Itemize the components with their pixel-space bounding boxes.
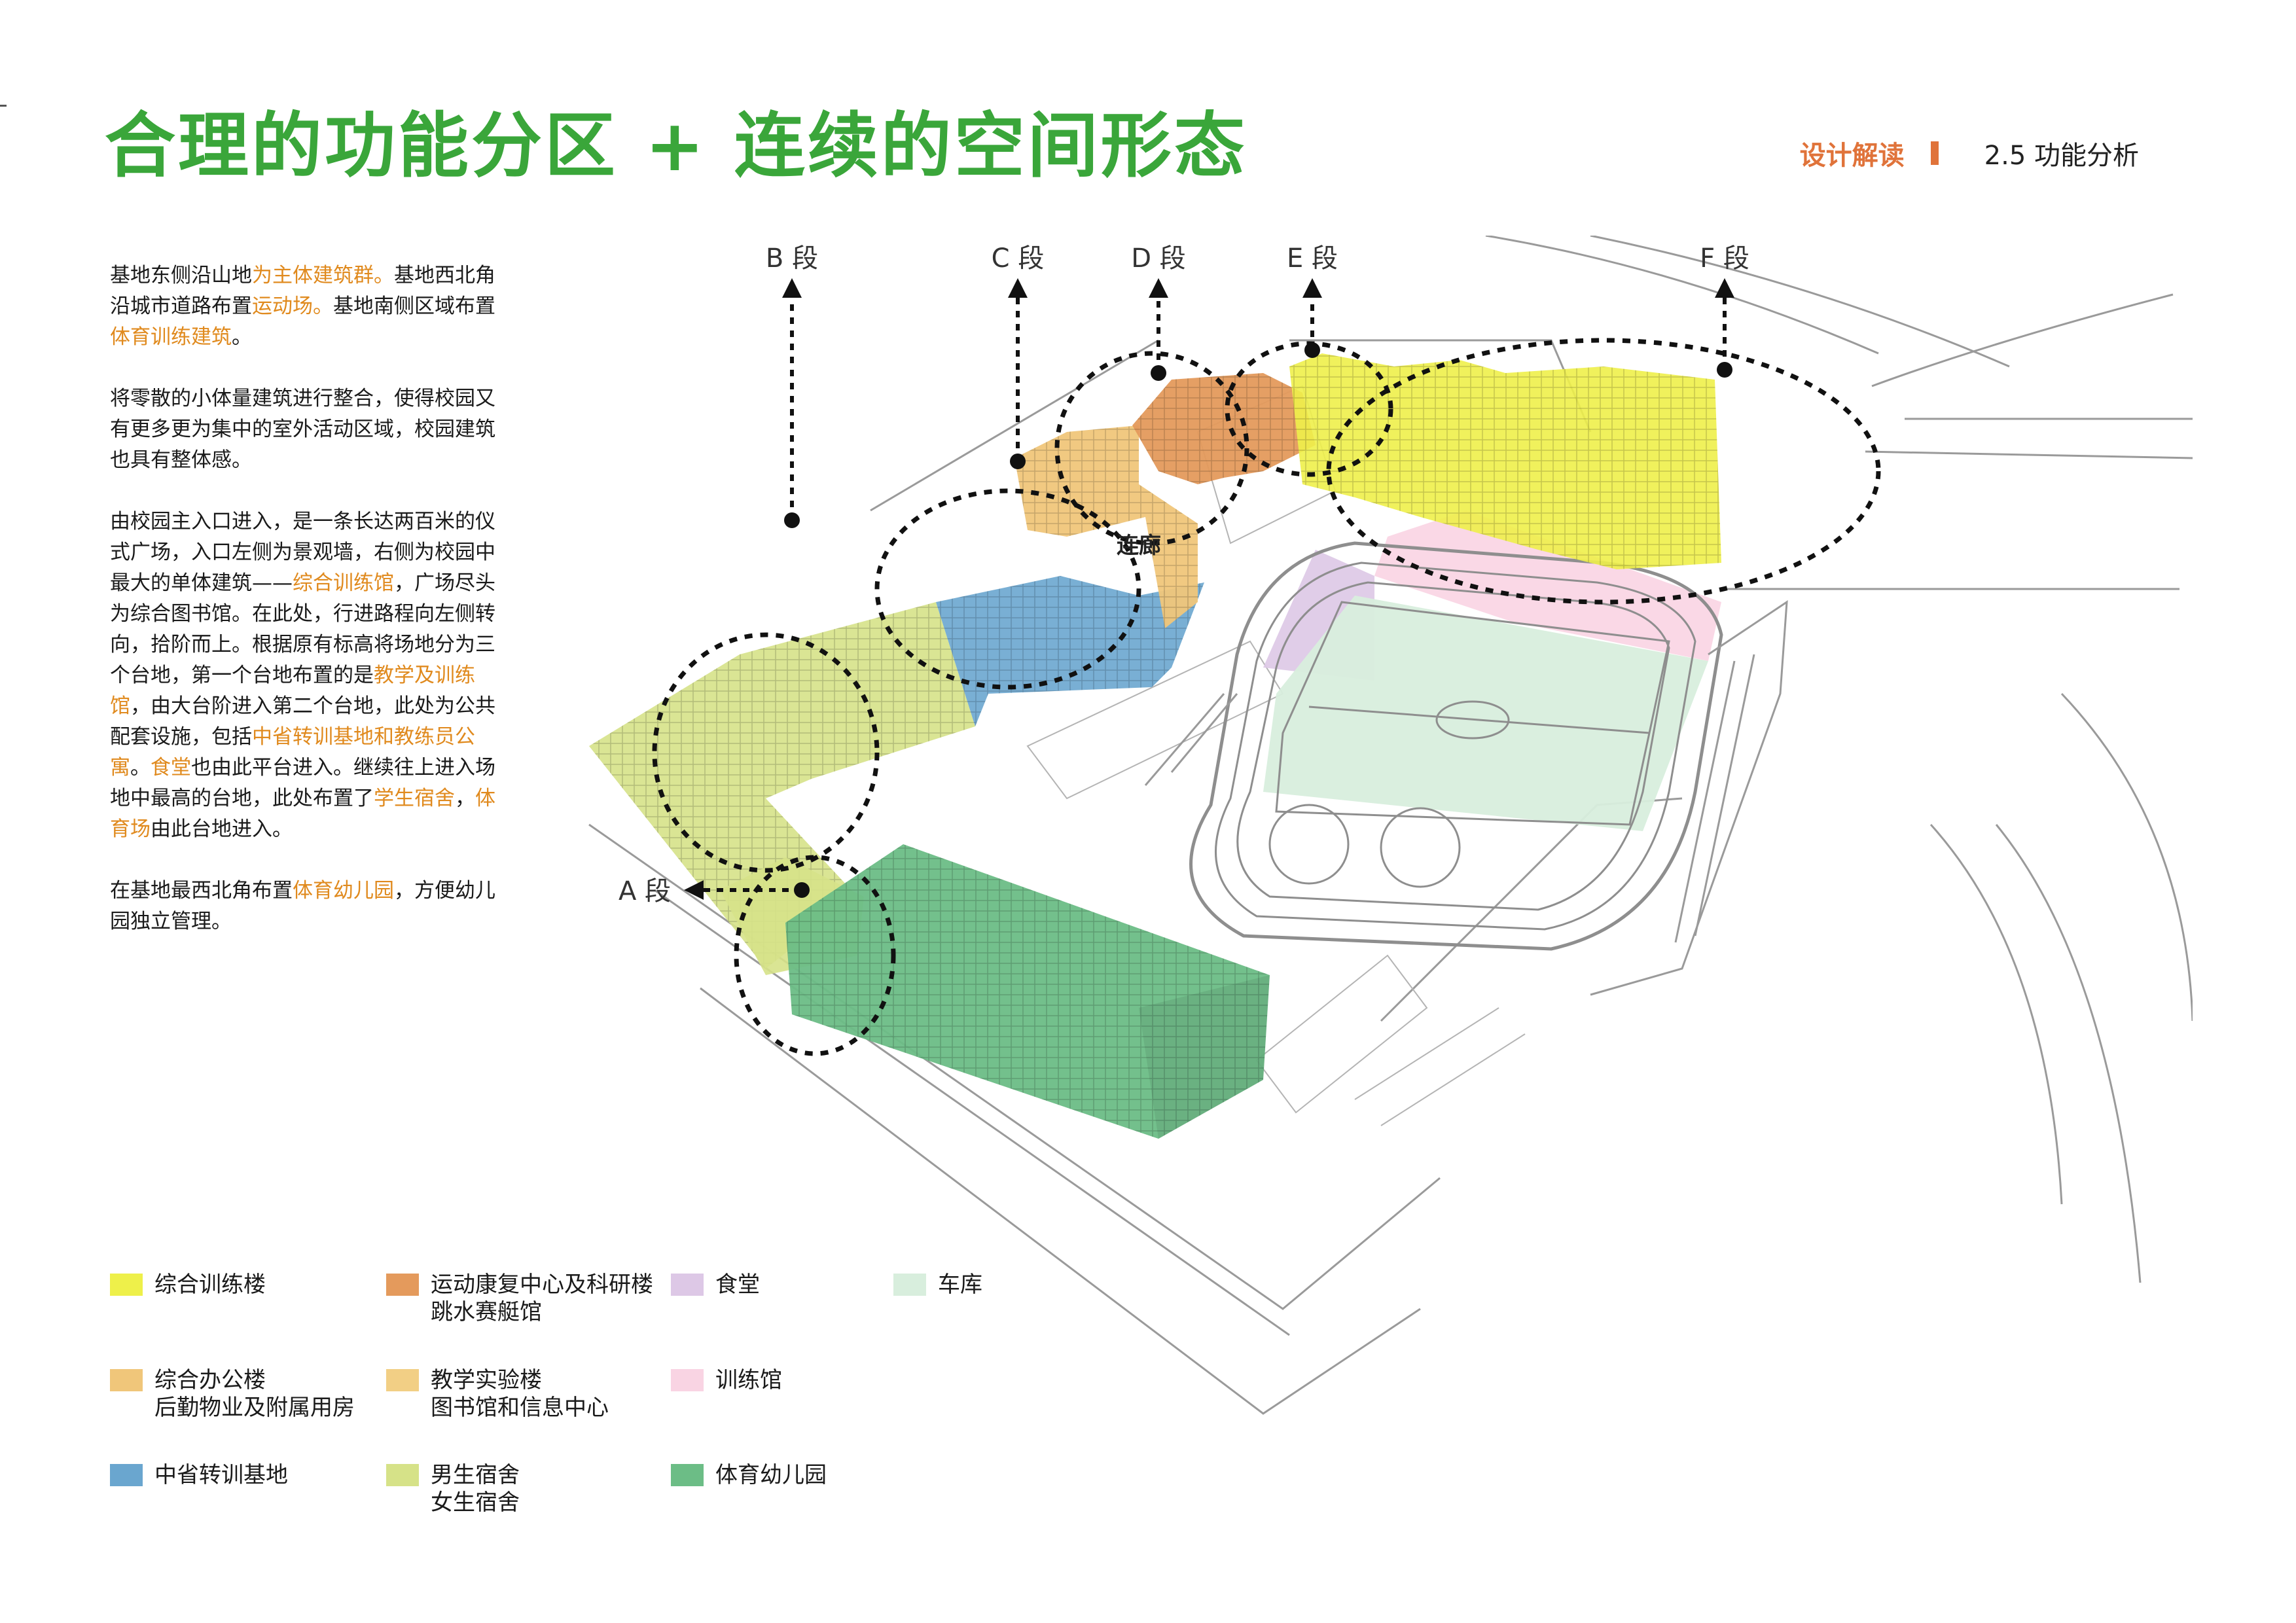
body-text: 由校园主入口进入，是一条长达两百米的仪式广场，入口左侧为景观墙，右侧为校园中最大… [110,510,495,595]
legend-item: 车库 [893,1271,982,1298]
segment-label-c: C 段 [992,243,1045,274]
legend-label: 女生宿舍 [431,1489,520,1516]
legend-swatch [671,1274,704,1296]
legend-label: 综合办公楼 [154,1367,266,1393]
legend-swatch [671,1369,704,1391]
segment-leaders [684,278,1734,900]
description-text: 基地东侧沿山地为主体建筑群。基地西北角沿城市道路布置运动场。基地南侧区域布置体育… [110,260,509,968]
legend-swatch [386,1369,419,1391]
body-text: 基地东侧沿山地 [110,264,252,287]
legend-label: 跳水赛艇馆 [431,1299,542,1325]
stadium-stands [1144,600,1788,996]
description-paragraph-3: 由校园主入口进入，是一条长达两百米的仪式广场，入口左侧为景观墙，右侧为校园中最大… [110,507,509,845]
body-text: 由此台地进入。 [151,817,293,841]
highlight-text: 学生宿舍 [374,787,455,810]
sports-kindergarten [785,844,1270,1139]
comprehensive-training-building [1289,353,1721,569]
highlight-text: 中省转训基地和教练员公寓 [110,725,475,779]
rehab-research-building [1132,373,1316,484]
section-label: 设计解读 [1799,141,1905,171]
body-text: 基地西北角沿城市道路布置 [110,264,495,318]
segment-label-a: A 段 [619,876,671,906]
page-title: 合理的功能分区 + 连续的空间形态 [105,105,1247,187]
legend-label: 后勤物业及附属用房 [154,1395,355,1421]
body-text: 将零散的小体量建筑进行整合，使得校园又有更多更为集中的室外活动区域，校园建筑也具… [110,387,495,472]
dormitory-building [589,602,975,969]
legend-label: 车库 [938,1272,982,1298]
body-text: ， [455,787,475,810]
highlight-text: 体育场 [110,787,495,841]
segment-label-d: D 段 [1131,243,1186,274]
legend-item: 男生宿舍女生宿舍 [386,1461,520,1516]
legend-item: 中省转训基地 [110,1461,288,1489]
body-text: ，由大台阶进入第二个台地，此处为公共配套设施，包括 [110,694,495,749]
campus-axonometric-diagram: B 段 C 段 D 段 E 段 F 段 A 段 连廊 [588,236,2193,1415]
highlight-text: 综合训练馆 [293,571,394,595]
corner-tick [0,105,7,107]
body-text: 也由此平台进入。继续往上进入场地中最高的台地，此处布置了 [110,756,495,810]
legend-swatch [110,1369,143,1391]
legend-item: 食堂 [671,1271,760,1298]
garage-zone [1263,596,1708,831]
legend-label: 食堂 [715,1272,760,1298]
transfer-training-base [936,576,1204,726]
body-text: 在基地最西北角布置 [110,879,293,902]
legend-item: 综合训练楼 [110,1271,266,1298]
segment-zone-circles [652,338,1881,1056]
legend-label: 训练馆 [715,1367,782,1393]
section-divider [1930,141,1939,165]
legend-swatch [386,1464,419,1486]
description-paragraph-1: 基地东侧沿山地为主体建筑群。基地西北角沿城市道路布置运动场。基地南侧区域布置体育… [110,260,509,353]
legend-label: 体育幼儿园 [715,1462,827,1488]
legend-label: 图书馆和信息中心 [431,1395,609,1421]
description-paragraph-2: 将零散的小体量建筑进行整合，使得校园又有更多更为集中的室外活动区域，校园建筑也具… [110,383,509,476]
legend-label: 综合训练楼 [154,1272,266,1298]
highlight-text: 为主体建筑群。 [252,264,394,287]
legend-swatch [893,1274,926,1296]
legend-label: 男生宿舍 [431,1462,520,1488]
body-text: ，广场尽头为综合图书馆。在此处，行进路程向左侧转向，拾阶而上。根据原有标高将场地… [110,571,495,687]
body-text: 。 [130,756,151,779]
legend-item: 综合办公楼后勤物业及附属用房 [110,1366,355,1421]
body-text: 。 [232,325,252,349]
stadium-running-track [1189,541,1723,951]
highlight-text: 体育幼儿园 [293,879,394,902]
legend-item: 体育幼儿园 [671,1461,827,1489]
highlight-text: 食堂 [151,756,191,779]
highlight-text: 运动场。 [252,294,333,318]
football-pitch [1268,601,1670,888]
description-paragraph-4: 在基地最西北角布置体育幼儿园，方便幼儿园独立管理。 [110,876,509,937]
highlight-text: 体育训练建筑 [110,325,232,349]
legend-item: 训练馆 [671,1366,782,1394]
legend-item: 运动康复中心及科研楼跳水赛艇馆 [386,1271,653,1326]
legend-swatch [671,1464,704,1486]
legend-label: 中省转训基地 [154,1462,288,1488]
legend-swatch [110,1464,143,1486]
section-number: 2.5 功能分析 [1984,141,2139,171]
segment-label-e: E 段 [1287,243,1338,274]
segment-label-b: B 段 [766,243,818,274]
legend-swatch [110,1274,143,1296]
segment-label-f: F 段 [1700,243,1749,274]
legend-item: 教学实验楼图书馆和信息中心 [386,1366,609,1421]
training-hall-pink [1374,510,1721,661]
legend-swatch [386,1274,419,1296]
legend-label: 运动康复中心及科研楼 [431,1272,653,1298]
highlight-text: 教学及训练馆 [110,664,475,718]
segment-anchor-dots [784,342,1732,898]
corridor-label: 连廊 [1117,533,1161,559]
legend-label: 教学实验楼 [431,1367,542,1393]
body-text: ，方便幼儿园独立管理。 [110,879,495,933]
section-indicator: 设计解读 2.5 功能分析 [1800,134,2139,172]
body-text: 基地南侧区域布置 [333,294,495,318]
